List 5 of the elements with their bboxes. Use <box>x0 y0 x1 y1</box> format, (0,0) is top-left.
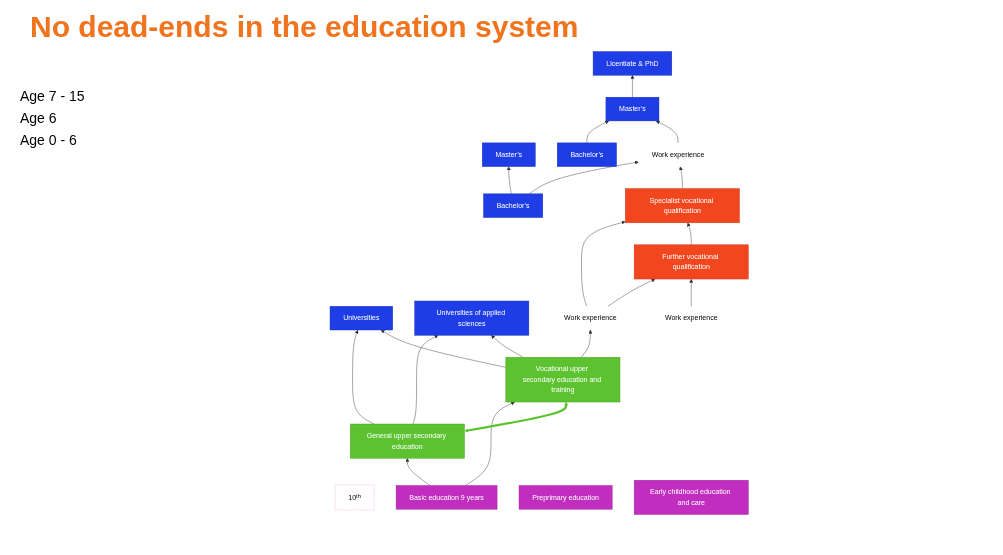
arrow <box>464 401 568 433</box>
age-label: Age 6 <box>20 110 58 126</box>
title: No dead-ends in the education system <box>30 10 580 44</box>
age-label: Age 0 - 6 <box>20 132 78 148</box>
age-label: Age 7 - 15 <box>20 88 85 104</box>
